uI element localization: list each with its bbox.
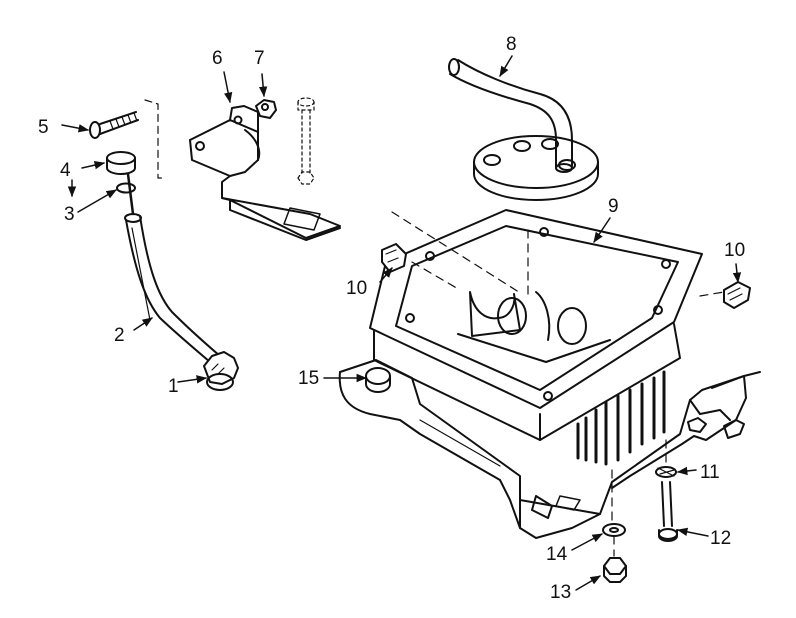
breather-tube [448, 58, 573, 173]
callout-3: 3 [64, 204, 75, 225]
leader-lines [61, 55, 742, 591]
dipstick-tube [124, 213, 221, 363]
callout-10-right: 10 [724, 240, 745, 261]
gasket [369, 209, 703, 409]
callout-11: 11 [700, 462, 720, 483]
callout-6: 6 [212, 48, 223, 69]
callout-13: 13 [550, 582, 571, 603]
callout-2: 2 [114, 325, 125, 346]
long-bolt [658, 481, 678, 542]
grommet [203, 351, 239, 391]
oil-fill-plug [365, 367, 391, 393]
hex-nut [603, 557, 627, 583]
callout-12: 12 [710, 528, 731, 549]
callout-9: 9 [608, 196, 619, 217]
assembly-lines [391, 211, 725, 557]
callout-15: 15 [298, 368, 319, 389]
mounting-bracket [189, 105, 341, 241]
callout-labels: 6 7 8 5 4 3 9 10 10 2 1 15 11 12 14 13 [38, 34, 745, 603]
screw [89, 111, 139, 139]
breather-cap [473, 135, 599, 201]
crankcase [338, 291, 761, 539]
callout-5: 5 [38, 117, 49, 138]
callout-14: 14 [546, 544, 568, 565]
callout-7: 7 [254, 48, 265, 69]
spring-washer [655, 466, 677, 478]
dipstick-cap [106, 151, 136, 216]
nut [255, 99, 277, 119]
assembly-line [144, 99, 166, 179]
callout-10-left: 10 [346, 278, 367, 299]
callout-8: 8 [506, 34, 517, 55]
callout-4: 4 [60, 160, 71, 181]
fitting-right [723, 281, 751, 309]
bracket-bolt [297, 97, 315, 185]
flat-washer [602, 523, 626, 537]
callout-1: 1 [168, 376, 179, 397]
o-ring-washer [116, 182, 136, 194]
fitting-left [381, 243, 407, 273]
